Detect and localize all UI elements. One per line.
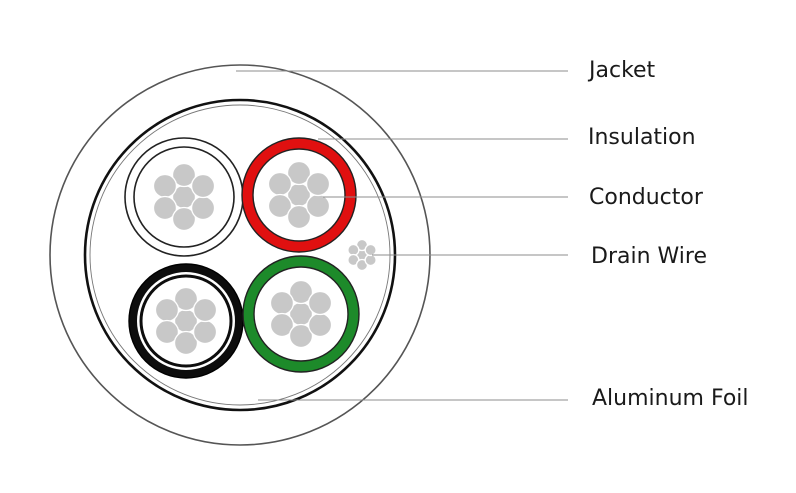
conductor-strand [190,195,216,221]
conductor-strand [171,206,197,232]
red-core [241,137,357,253]
conductor-strand [286,204,312,230]
drain-wire [347,238,377,272]
jacket-inner-ring [83,98,397,412]
conductor-strand [173,286,199,312]
label-conductor: Conductor [589,185,704,210]
red-core-conductor [267,160,331,230]
green-core [242,255,360,373]
conductor-strand [305,171,331,197]
conductor-strand [171,162,197,188]
conductor-strand [154,319,180,345]
conductor-strand [152,195,178,221]
conductor-strand [305,193,331,219]
conductor-strand [152,173,178,199]
conductor-strand [286,160,312,186]
conductor-strand [269,312,295,338]
conductor-strand [288,279,314,305]
black-core [128,263,244,379]
label-aluminum-foil: Aluminum Foil [592,386,749,411]
label-insulation: Insulation [588,125,696,150]
white-core [124,137,244,257]
conductor-strand [267,193,293,219]
conductor-strand [307,312,333,338]
conductor-strand [288,323,314,349]
conductor-strand [269,290,295,316]
conductor-strand [267,171,293,197]
conductor-strand [190,173,216,199]
conductor-strand [307,290,333,316]
green-core-conductor [269,279,333,349]
conductor-strand [173,330,199,356]
drain-wire-strand [364,243,377,257]
white-core-conductor [152,162,216,232]
conductor-strand [154,297,180,323]
label-drain-wire: Drain Wire [591,244,707,269]
conductor-strand [192,319,218,345]
black-core-conductor [154,286,218,356]
label-jacket: Jacket [587,58,656,83]
conductor-strand [192,297,218,323]
